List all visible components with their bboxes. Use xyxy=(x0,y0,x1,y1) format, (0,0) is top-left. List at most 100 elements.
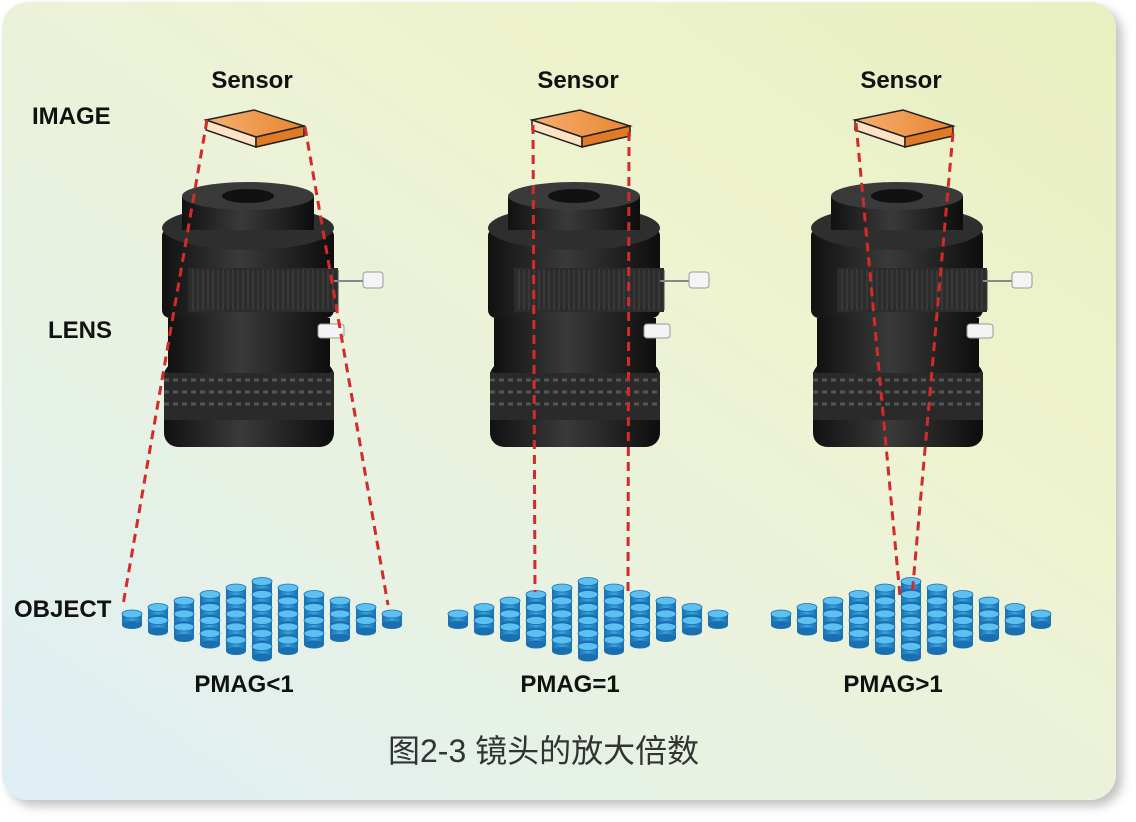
cylinder xyxy=(604,627,624,638)
object-column xyxy=(926,583,948,655)
cylinder xyxy=(200,607,220,619)
cylinder xyxy=(823,614,843,625)
cylinder xyxy=(953,594,973,606)
cylinder xyxy=(578,633,598,645)
cylinder xyxy=(226,627,246,638)
object-column xyxy=(355,603,377,636)
cylinder xyxy=(682,607,702,619)
cylinder xyxy=(304,607,324,619)
cylinder xyxy=(953,620,973,632)
object-column xyxy=(978,596,1000,642)
cylinder xyxy=(849,607,869,619)
object-column xyxy=(251,577,273,662)
cylinder xyxy=(682,620,702,632)
sensor-label: Sensor xyxy=(860,67,941,94)
cylinder xyxy=(823,601,843,612)
cylinder xyxy=(849,633,869,645)
sensor-label: Sensor xyxy=(211,67,292,94)
cylinder xyxy=(278,588,298,599)
object-column xyxy=(655,596,677,642)
left-ray-line xyxy=(121,119,209,606)
cylinder xyxy=(252,646,272,658)
cylinder xyxy=(200,594,220,606)
cylinder xyxy=(526,594,546,606)
object-column xyxy=(1004,603,1026,636)
left-ray-line xyxy=(854,122,902,597)
right-ray-line xyxy=(910,132,955,597)
cylinder xyxy=(304,620,324,632)
object-column xyxy=(952,590,974,649)
cylinder xyxy=(578,581,598,593)
cylinder xyxy=(875,640,895,651)
figure-caption: 图2-3 镜头的放大倍数 xyxy=(388,733,699,769)
cylinder xyxy=(927,627,947,638)
object-column xyxy=(681,603,703,636)
cylinder xyxy=(304,594,324,606)
object-column xyxy=(874,583,896,655)
cylinder xyxy=(552,601,572,612)
object-column xyxy=(796,603,818,636)
cylinder xyxy=(927,601,947,612)
object-column xyxy=(707,609,729,629)
cylinder xyxy=(252,594,272,606)
cylinder xyxy=(252,620,272,632)
sensor-icon xyxy=(203,109,307,149)
cylinder xyxy=(1031,614,1051,625)
cylinder xyxy=(875,627,895,638)
cylinder xyxy=(330,614,350,625)
lens-icon xyxy=(811,182,1033,447)
object-column xyxy=(551,583,573,655)
cylinder xyxy=(1005,607,1025,619)
cylinder xyxy=(578,607,598,619)
object-column xyxy=(603,583,625,655)
cylinder xyxy=(927,588,947,599)
object-array xyxy=(121,577,403,662)
cylinder xyxy=(382,614,402,625)
cylinder xyxy=(148,620,168,632)
cylinder xyxy=(797,607,817,619)
cylinder xyxy=(927,614,947,625)
cylinder xyxy=(526,633,546,645)
cylinder xyxy=(953,633,973,645)
object-column xyxy=(277,583,299,655)
cylinder xyxy=(330,601,350,612)
cylinder xyxy=(552,614,572,625)
cylinder xyxy=(526,607,546,619)
cylinder xyxy=(174,601,194,612)
cylinder xyxy=(708,614,728,625)
cylinder xyxy=(797,620,817,632)
cylinder xyxy=(278,640,298,651)
object-column xyxy=(173,596,195,642)
cylinder xyxy=(630,594,650,606)
cylinder xyxy=(875,614,895,625)
object-column xyxy=(381,609,403,629)
cylinder xyxy=(901,594,921,606)
cylinder xyxy=(630,633,650,645)
cylinder xyxy=(278,627,298,638)
sensor-icon xyxy=(852,109,956,149)
cylinder xyxy=(979,614,999,625)
object-array xyxy=(770,577,1052,662)
cylinder xyxy=(823,627,843,638)
object-column xyxy=(303,590,325,649)
cylinder xyxy=(252,633,272,645)
cylinder xyxy=(771,614,791,625)
cylinder xyxy=(474,607,494,619)
cylinder xyxy=(901,607,921,619)
cylinder xyxy=(630,607,650,619)
cylinder xyxy=(875,601,895,612)
cylinder xyxy=(927,640,947,651)
object-column xyxy=(225,583,247,655)
cylinder xyxy=(200,633,220,645)
object-array xyxy=(447,577,729,662)
cylinder xyxy=(979,627,999,638)
cylinder xyxy=(552,640,572,651)
cylinder xyxy=(901,633,921,645)
cylinder xyxy=(656,627,676,638)
magnification-label: PMAG<1 xyxy=(194,671,293,698)
lens-icon xyxy=(488,182,710,447)
